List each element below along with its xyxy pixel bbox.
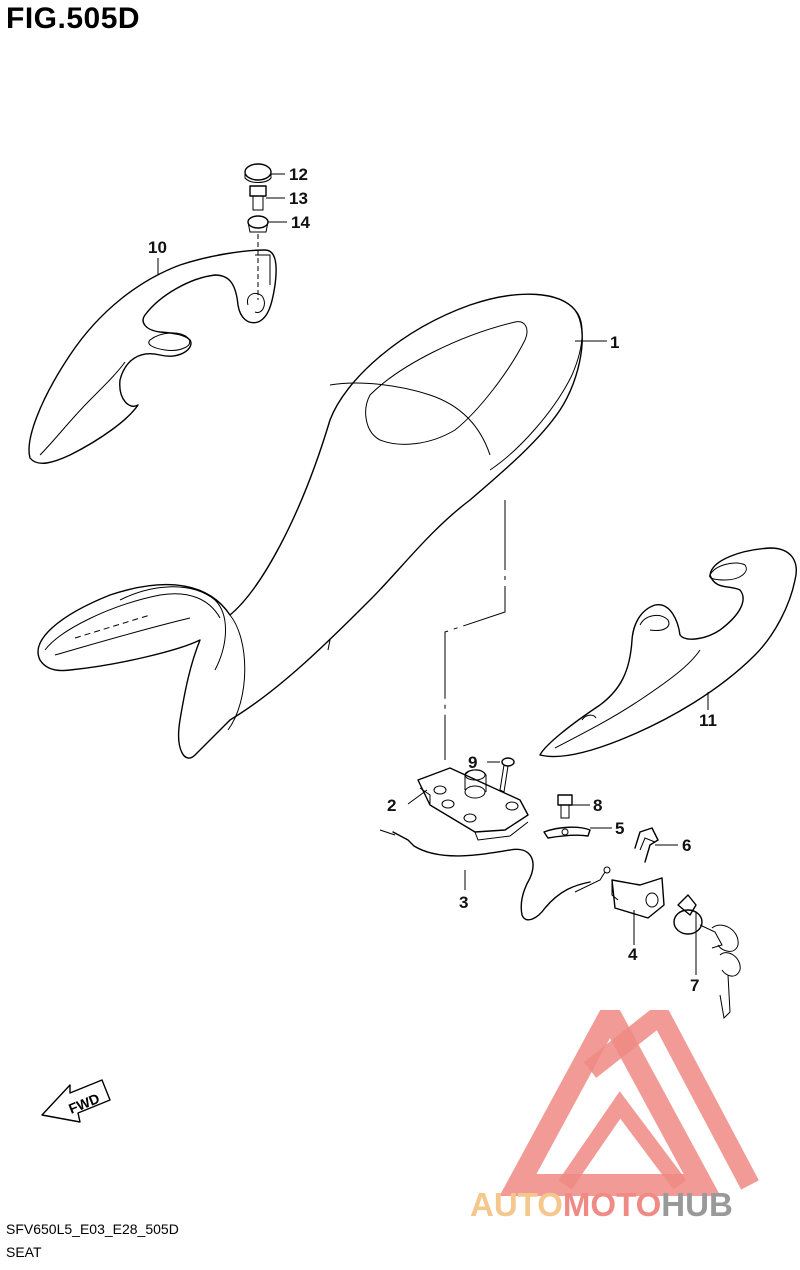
callout-10: 10 <box>148 238 167 257</box>
grab-handle-left-part-10[interactable] <box>28 249 277 464</box>
callout-9: 9 <box>468 753 477 772</box>
forward-direction-arrow: FWD <box>41 1079 111 1123</box>
callout-4: 4 <box>628 945 638 964</box>
callout-8: 8 <box>593 796 602 815</box>
grab-handle-right-part-11[interactable] <box>539 547 797 758</box>
automotohub-logo <box>499 1010 759 1196</box>
watermark-text: AUTOMOTOHUB <box>470 1186 733 1224</box>
callout-7: 7 <box>690 976 699 995</box>
callout-11: 11 <box>699 711 717 730</box>
spring-clip-part-6[interactable] <box>634 827 659 863</box>
bolt-part-8[interactable] <box>557 794 573 819</box>
callout-5: 5 <box>615 819 624 838</box>
clip-part-5[interactable] <box>543 826 591 839</box>
watermark-hub: HUB <box>661 1186 733 1223</box>
washer-part-14[interactable] <box>247 215 269 233</box>
callout-12: 12 <box>289 165 308 184</box>
callout-14: 14 <box>291 213 310 232</box>
key-lock-part-7[interactable] <box>673 894 741 1020</box>
fwd-label: FWD <box>66 1090 102 1117</box>
watermark-auto: AUTO <box>470 1186 563 1223</box>
lock-bracket-part-4[interactable] <box>611 877 665 919</box>
callout-13: 13 <box>289 189 308 208</box>
callout-6: 6 <box>682 836 691 855</box>
figure-title: FIG.505D <box>6 2 141 35</box>
callout-2: 2 <box>387 796 396 815</box>
callout-3: 3 <box>459 893 468 912</box>
seat-part-1[interactable] <box>37 293 583 759</box>
release-cable-part-3[interactable] <box>379 829 611 921</box>
figure-code: SFV650L5_E03_E28_505D <box>6 1221 179 1237</box>
figure-name: SEAT <box>6 1244 42 1260</box>
cap-part-12[interactable] <box>244 163 272 183</box>
bolt-part-13[interactable] <box>249 185 267 211</box>
watermark-moto: MOTO <box>562 1186 662 1223</box>
screw-part-9[interactable] <box>499 757 515 793</box>
callout-1: 1 <box>610 333 619 352</box>
seat-latch-part-2[interactable] <box>417 767 529 841</box>
